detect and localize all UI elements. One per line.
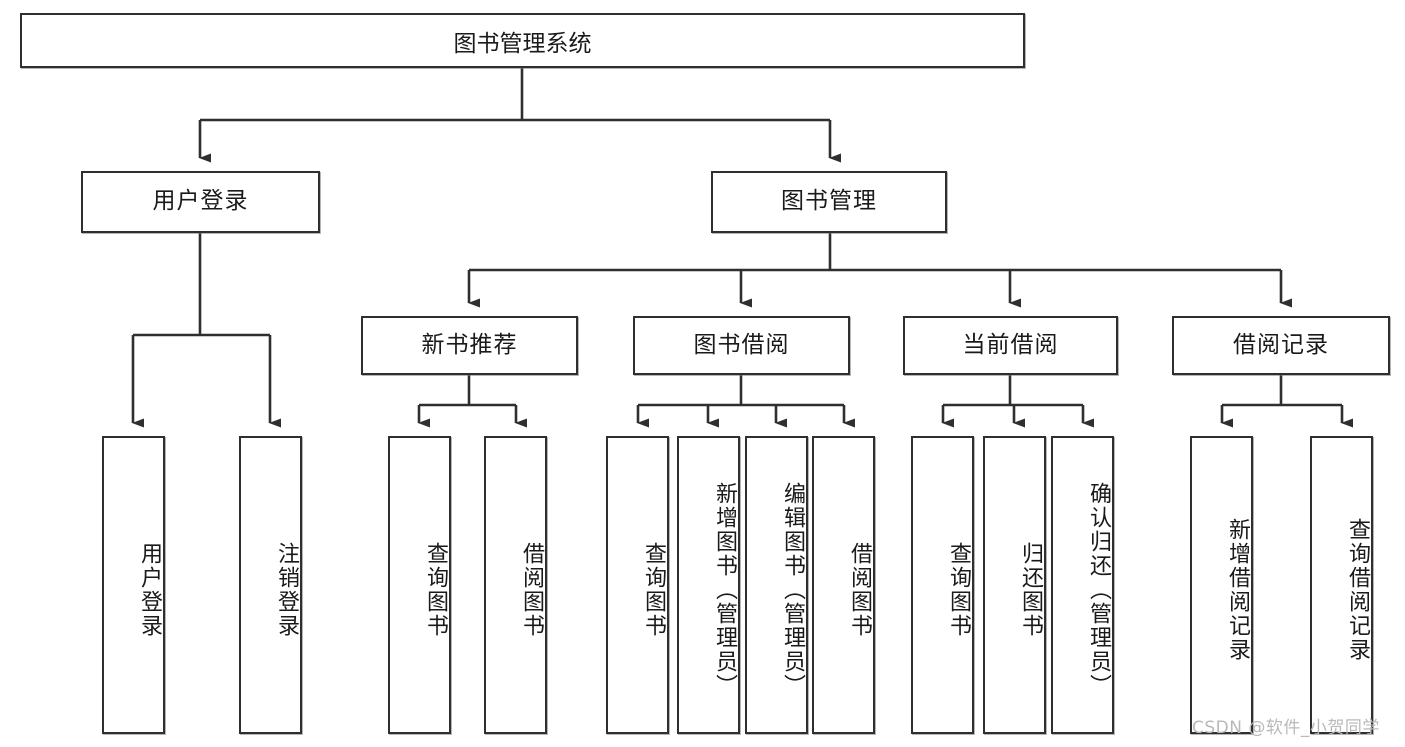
node-root[interactable]: 图书管理系统 [20,13,1025,68]
node-new-book-rec[interactable]: 新书推荐 [361,316,578,375]
node-leaf-borrow-book-2[interactable]: 借阅图书 [812,436,875,734]
node-current-borrow-label: 当前借阅 [962,331,1059,358]
node-book-manage[interactable]: 图书管理 [711,171,947,233]
node-leaf-query-record-label: 查询借阅记录 [1345,518,1370,662]
node-borrow-record-label: 借阅记录 [1233,331,1329,358]
node-leaf-logout-label: 注销登录 [274,542,299,638]
node-leaf-return-book[interactable]: 归还图书 [983,436,1046,734]
node-leaf-edit-book-label: 编辑图书（管理员） [780,482,805,698]
node-leaf-query-book-2[interactable]: 查询图书 [606,436,669,734]
node-leaf-query-book-2-label: 查询图书 [641,542,666,638]
node-book-manage-label: 图书管理 [781,188,877,215]
node-user-login-label: 用户登录 [152,188,249,215]
node-leaf-add-book-label: 新增图书（管理员） [712,482,737,698]
node-leaf-query-book-3-label: 查询图书 [946,542,971,638]
node-book-borrow[interactable]: 图书借阅 [633,316,850,375]
node-book-borrow-label: 图书借阅 [693,331,790,358]
node-leaf-borrow-book-2-label: 借阅图书 [847,542,872,638]
node-leaf-query-book-1-label: 查询图书 [423,542,448,638]
node-root-label: 图书管理系统 [453,30,592,57]
node-leaf-user-login-label: 用户登录 [137,542,162,638]
node-leaf-borrow-book-1[interactable]: 借阅图书 [484,436,547,734]
node-leaf-query-book-3[interactable]: 查询图书 [911,436,974,734]
node-user-login[interactable]: 用户登录 [81,171,320,233]
node-leaf-add-record[interactable]: 新增借阅记录 [1190,436,1253,734]
node-leaf-add-record-label: 新增借阅记录 [1225,518,1250,662]
node-new-book-rec-label: 新书推荐 [421,331,518,358]
node-leaf-add-book[interactable]: 新增图书（管理员） [677,436,740,734]
node-leaf-borrow-book-1-label: 借阅图书 [519,542,544,638]
node-leaf-user-login[interactable]: 用户登录 [102,436,165,734]
node-leaf-confirm-return-label: 确认归还（管理员） [1086,482,1111,698]
node-leaf-query-book-1[interactable]: 查询图书 [388,436,451,734]
node-current-borrow[interactable]: 当前借阅 [903,316,1118,375]
node-leaf-confirm-return[interactable]: 确认归还（管理员） [1051,436,1114,734]
watermark: CSDN @软件_小贺同学 [1192,718,1380,738]
node-borrow-record[interactable]: 借阅记录 [1172,316,1390,375]
node-leaf-edit-book[interactable]: 编辑图书（管理员） [745,436,808,734]
node-leaf-logout[interactable]: 注销登录 [239,436,302,734]
node-leaf-return-book-label: 归还图书 [1018,542,1043,638]
node-leaf-query-record[interactable]: 查询借阅记录 [1310,436,1373,734]
